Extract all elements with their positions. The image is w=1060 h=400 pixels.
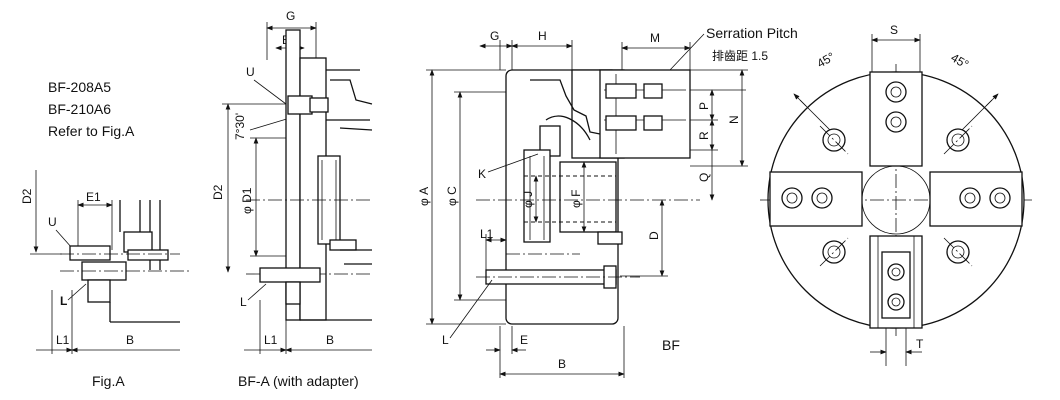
dim-d2-bfa: D2 — [211, 184, 225, 200]
serration-pitch-label: Serration Pitch — [706, 25, 798, 41]
dim-s-front: S — [890, 23, 898, 37]
dim-45-left: 45° — [815, 49, 838, 70]
caption-fig-a: Fig.A — [92, 373, 125, 389]
dim-b-bf: B — [558, 357, 566, 371]
dim-l1-figa: L1 — [56, 333, 70, 347]
serration-pitch-cn: 排齒距 1.5 — [712, 49, 768, 63]
bf-side-view: G H M Serration Pitch 排齒距 1.5 φ A φ C — [417, 25, 798, 378]
bf-front-view: S 45° 45° — [760, 23, 1032, 366]
dim-u-bfa: U — [246, 65, 255, 79]
caption-bf-a: BF-A (with adapter) — [238, 373, 359, 389]
dim-n-bf: N — [727, 115, 741, 124]
dim-angle-bfa: 7°30' — [233, 113, 247, 140]
dim-r-bf: R — [697, 131, 711, 140]
dim-g-bfa: G — [286, 9, 295, 23]
dim-phif-bf: φ F — [569, 190, 583, 208]
dim-k-bf: K — [478, 167, 486, 181]
dim-l-bfa: L — [240, 295, 247, 309]
dim-phic-bf: φ C — [445, 186, 459, 206]
dim-phia-bf: φ A — [417, 187, 431, 206]
dim-phij-bf: φ J — [521, 191, 535, 208]
dim-t-front: T — [916, 337, 924, 351]
dim-e-bf: E — [520, 333, 528, 347]
model-label-2: BF-210A6 — [48, 101, 111, 117]
jaw-bolts — [781, 81, 1011, 311]
mounting-bolts — [819, 125, 973, 267]
dim-u-figa: U — [48, 215, 57, 229]
caption-bf: BF — [662, 337, 680, 353]
dim-b-bfa: B — [326, 333, 334, 347]
dim-q-bf: Q — [697, 173, 711, 182]
dim-phid1-bfa: φ D1 — [240, 187, 254, 214]
dim-g-bf: G — [490, 29, 499, 43]
dim-e1-figa: E1 — [86, 190, 101, 204]
dim-l1-bf: L1 — [480, 227, 494, 241]
dim-h-bf: H — [538, 29, 547, 43]
dim-m-bf: M — [650, 31, 660, 45]
dim-45-right: 45° — [949, 50, 972, 71]
dim-l-figa: L — [60, 294, 67, 308]
dim-b-figa: B — [126, 333, 134, 347]
fig-a-view: BF-208A5 BF-210A6 Refer to Fig.A D2 E1 U… — [20, 79, 190, 389]
dim-l1-bfa: L1 — [264, 333, 278, 347]
dim-p-bf: P — [697, 102, 711, 110]
model-label-1: BF-208A5 — [48, 79, 111, 95]
dim-d2-figa: D2 — [20, 188, 34, 204]
refer-note: Refer to Fig.A — [48, 123, 135, 139]
dim-l-bf: L — [442, 333, 449, 347]
dim-d-bf: D — [647, 231, 661, 240]
bf-a-view: G E1 U D2 7°30' φ D1 — [211, 9, 373, 389]
